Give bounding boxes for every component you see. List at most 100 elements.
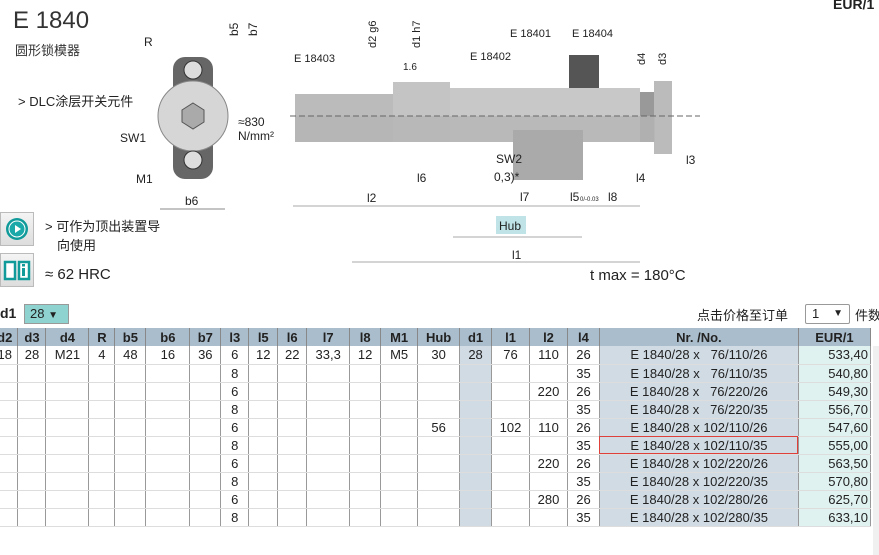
cell <box>491 382 530 401</box>
order-number-link[interactable]: E 1840/28 x 102/280/26 <box>599 490 799 509</box>
cell <box>0 364 19 383</box>
cell <box>0 508 19 527</box>
price-link[interactable]: 533,40 <box>798 346 872 365</box>
cell <box>145 436 191 455</box>
cell <box>306 436 351 455</box>
cell <box>459 400 493 419</box>
order-number-link[interactable]: E 1840/28 x 102/110/35 <box>599 436 799 455</box>
usage-line1: > 可作为顶出装置导 <box>45 219 161 234</box>
cell: 22 <box>277 346 308 365</box>
side-view: E 18403 E 18402 E 18401 E 18404 d2 g6 d1… <box>290 20 700 284</box>
price-link[interactable]: 633,10 <box>798 508 872 527</box>
order-number-link[interactable]: E 1840/28 x 76/110/26 <box>599 346 799 365</box>
cell <box>306 508 351 527</box>
price-link[interactable]: 555,00 <box>798 436 872 455</box>
order-number-link[interactable]: E 1840/28 x 76/220/35 <box>599 400 799 419</box>
column-header: M1 <box>380 328 419 346</box>
cell <box>491 364 530 383</box>
cell <box>114 418 147 437</box>
cell <box>88 400 116 419</box>
cell <box>277 400 308 419</box>
cell <box>529 472 568 491</box>
cell <box>114 472 147 491</box>
cell <box>145 508 191 527</box>
cell <box>17 472 47 491</box>
cell <box>491 490 530 509</box>
order-number-link[interactable]: E 1840/28 x 102/280/35 <box>599 508 799 527</box>
cell: 8 <box>220 436 250 455</box>
cell <box>349 400 382 419</box>
cell <box>0 454 19 473</box>
cell <box>145 454 191 473</box>
column-header: d4 <box>45 328 90 346</box>
cell <box>277 472 308 491</box>
label-hub: Hub <box>499 219 521 233</box>
cell: 8 <box>220 364 250 383</box>
video-button[interactable] <box>0 212 34 246</box>
cell <box>349 382 382 401</box>
price-link[interactable]: 563,50 <box>798 454 872 473</box>
order-number-link[interactable]: E 1840/28 x 102/220/26 <box>599 454 799 473</box>
label-d1: d1 h7 <box>411 20 423 48</box>
cell <box>88 436 116 455</box>
catalog-button[interactable] <box>0 253 34 287</box>
dlc-feature-link[interactable]: > DLC涂层开关元件 <box>18 94 134 109</box>
currency-header: EUR/1 <box>833 0 875 12</box>
cell <box>248 364 279 383</box>
cell <box>349 418 382 437</box>
cell: 220 <box>529 382 568 401</box>
column-header: l6 <box>277 328 308 346</box>
column-header: EUR/1 <box>798 328 872 346</box>
cell <box>248 400 279 419</box>
cell <box>349 472 382 491</box>
cell <box>349 364 382 383</box>
cell <box>189 490 222 509</box>
column-header: l3 <box>220 328 250 346</box>
d1-filter-select[interactable]: 28 ▼ <box>24 304 69 324</box>
label-b6: b6 <box>185 194 199 208</box>
cell: 35 <box>567 364 600 383</box>
cell <box>189 382 222 401</box>
quantity-select[interactable]: 1▼ <box>805 304 850 324</box>
cell <box>349 508 382 527</box>
label-b7: b7 <box>246 22 260 36</box>
cell <box>417 364 461 383</box>
cell <box>459 436 493 455</box>
cell <box>45 436 90 455</box>
order-number-link[interactable]: E 1840/28 x 76/220/26 <box>599 382 799 401</box>
order-hint: 点击价格至订单 <box>697 308 789 323</box>
cell <box>491 400 530 419</box>
price-link[interactable]: 556,70 <box>798 400 872 419</box>
cell: 6 <box>220 346 250 365</box>
price-link[interactable]: 570,80 <box>798 472 872 491</box>
label-d3: d3 <box>657 53 669 65</box>
cell <box>380 382 419 401</box>
cell <box>17 400 47 419</box>
order-number-link[interactable]: E 1840/28 x 102/110/26 <box>599 418 799 437</box>
front-view: R SW1 M1 b6 ≈830 N/mm² b5 b7 <box>120 22 274 210</box>
scrollbar[interactable] <box>873 346 879 555</box>
quantity-value: 1 <box>812 306 820 321</box>
price-link[interactable]: 549,30 <box>798 382 872 401</box>
cell: M5 <box>380 346 419 365</box>
cell: 6 <box>220 490 250 509</box>
cell <box>380 490 419 509</box>
cell <box>306 418 351 437</box>
usage-link[interactable]: > 可作为顶出装置导向使用 <box>45 216 160 254</box>
price-link[interactable]: 625,70 <box>798 490 872 509</box>
price-link[interactable]: 547,60 <box>798 418 872 437</box>
column-header: b6 <box>145 328 191 346</box>
price-link[interactable]: 540,80 <box>798 364 872 383</box>
cell <box>17 382 47 401</box>
order-number-link[interactable]: E 1840/28 x 76/110/35 <box>599 364 799 383</box>
cell <box>380 418 419 437</box>
order-number-link[interactable]: E 1840/28 x 102/220/35 <box>599 472 799 491</box>
cell <box>380 454 419 473</box>
cell: 30 <box>417 346 461 365</box>
cell <box>529 364 568 383</box>
chevron-down-icon: ▼ <box>48 310 58 321</box>
cell <box>189 508 222 527</box>
